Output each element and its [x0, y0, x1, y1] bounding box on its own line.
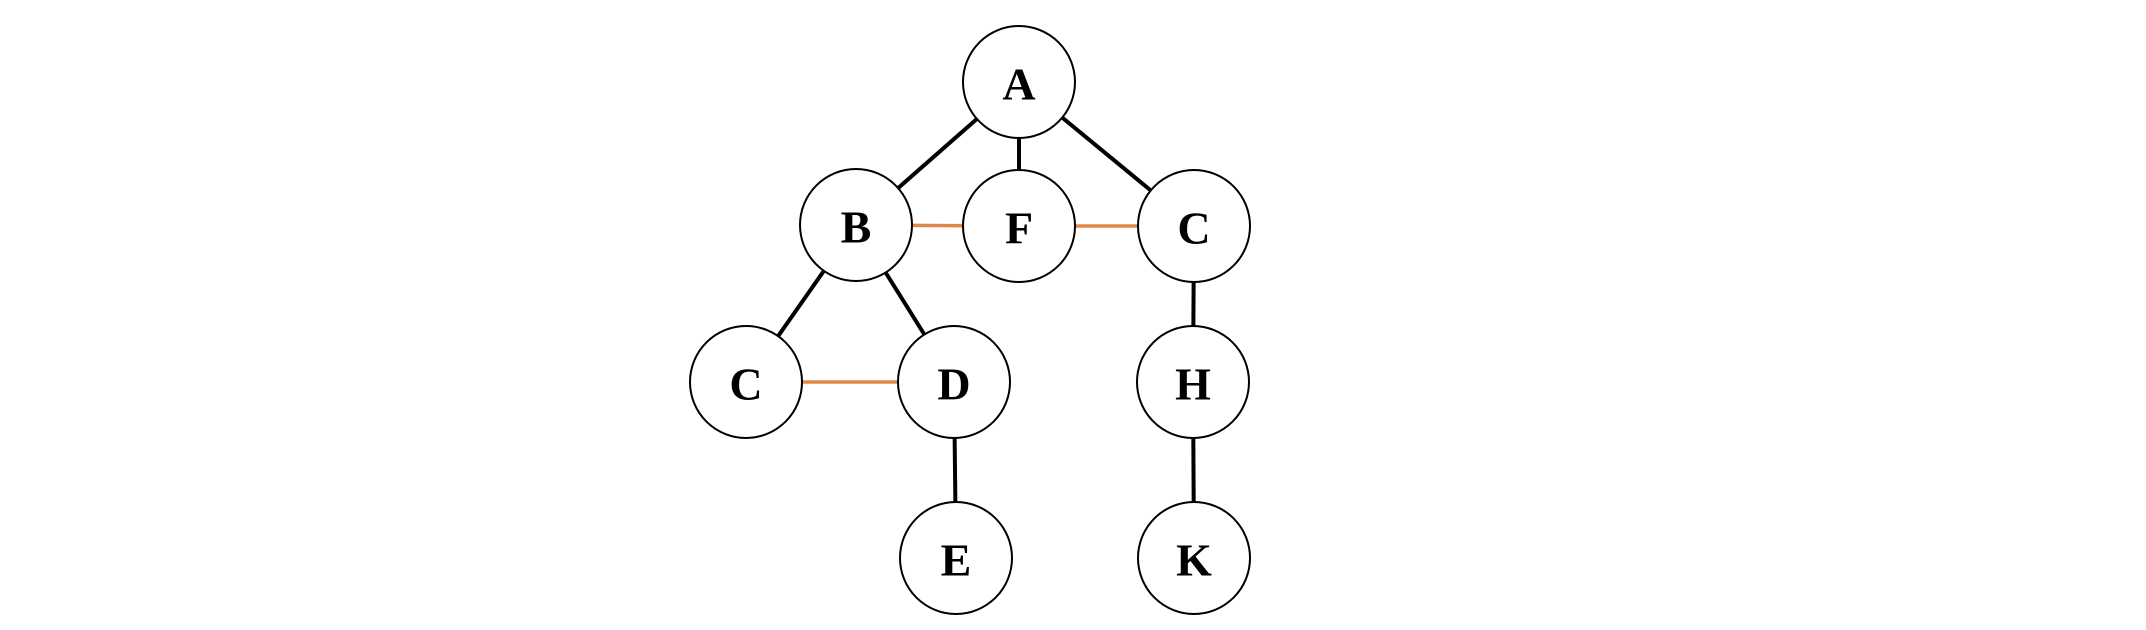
node-B-circle	[799, 168, 913, 282]
node-K-label: K	[1176, 535, 1212, 586]
node-B: B	[799, 168, 913, 282]
node-B-label: B	[841, 202, 872, 253]
node-F: F	[962, 169, 1076, 283]
node-E: E	[899, 501, 1013, 615]
node-H-circle	[1136, 325, 1250, 439]
node-A: A	[962, 25, 1076, 139]
node-E-label: E	[941, 535, 972, 586]
node-A-label: A	[1002, 59, 1035, 110]
node-F-circle	[962, 169, 1076, 283]
node-D-label: D	[937, 359, 970, 410]
node-D: D	[897, 325, 1011, 439]
node-C2-label: C	[1177, 203, 1210, 254]
node-H: H	[1136, 325, 1250, 439]
node-C1-circle	[689, 325, 803, 439]
node-F-label: F	[1005, 203, 1033, 254]
node-C1-label: C	[729, 359, 762, 410]
node-C1: C	[689, 325, 803, 439]
node-C2: C	[1137, 169, 1251, 283]
node-K-circle	[1137, 501, 1251, 615]
node-E-circle	[899, 501, 1013, 615]
node-H-label: H	[1175, 359, 1211, 410]
node-K: K	[1137, 501, 1251, 615]
node-C2-circle	[1137, 169, 1251, 283]
node-A-circle	[962, 25, 1076, 139]
node-D-circle	[897, 325, 1011, 439]
